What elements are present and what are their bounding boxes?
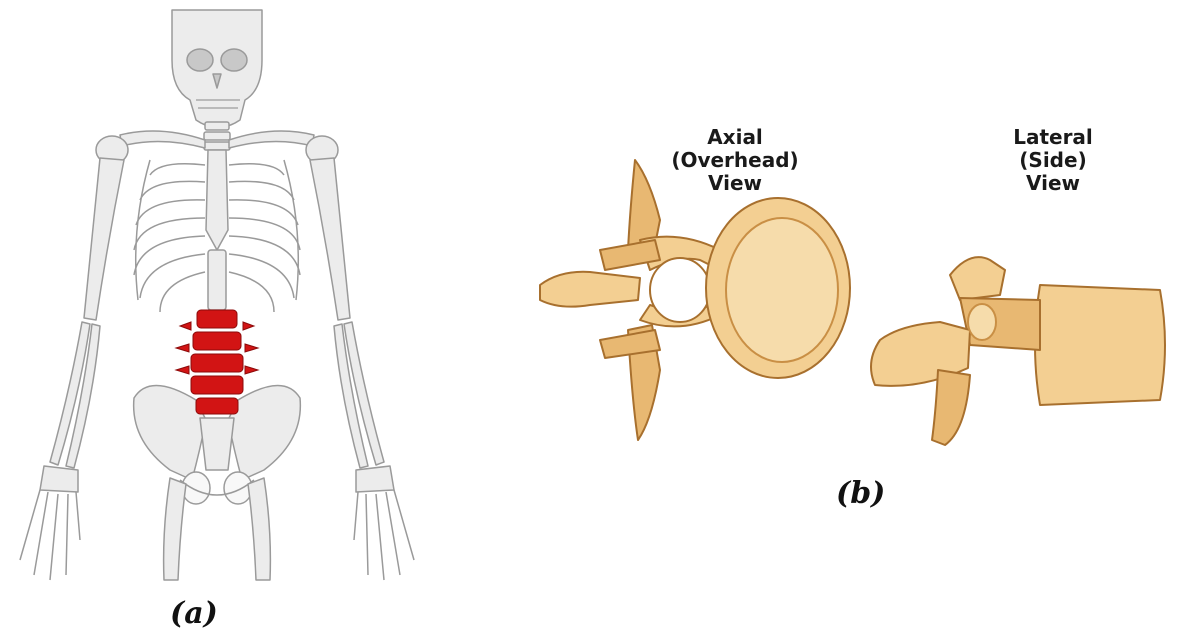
thoracic-spine [208,250,226,310]
left-clavicle [120,131,205,148]
axial-view-label: Axial (Overhead) View [660,126,810,195]
right-arm [306,136,414,580]
lateral-vertebra [871,257,1165,445]
right-femur [248,478,270,580]
lateral-label-line-3: View [998,172,1108,195]
caption-b: (b) [836,476,885,511]
skull [172,10,262,128]
left-femur [164,478,186,580]
sternum [206,150,228,250]
axial-label-line-1: Axial [660,126,810,149]
lateral-label-line-1: Lateral [998,126,1108,149]
lateral-label-line-2: (Side) [998,149,1108,172]
axial-label-line-3: View [660,172,810,195]
skeleton-svg [0,0,440,600]
caption-a: (a) [170,596,218,631]
cervical-spine [204,122,230,150]
skeleton-illustration [0,0,440,643]
left-arm [20,136,128,580]
axial-vertebra [540,160,850,440]
axial-label-line-2: (Overhead) [660,149,810,172]
lateral-view-label: Lateral (Side) View [998,126,1108,195]
right-clavicle [229,131,314,148]
